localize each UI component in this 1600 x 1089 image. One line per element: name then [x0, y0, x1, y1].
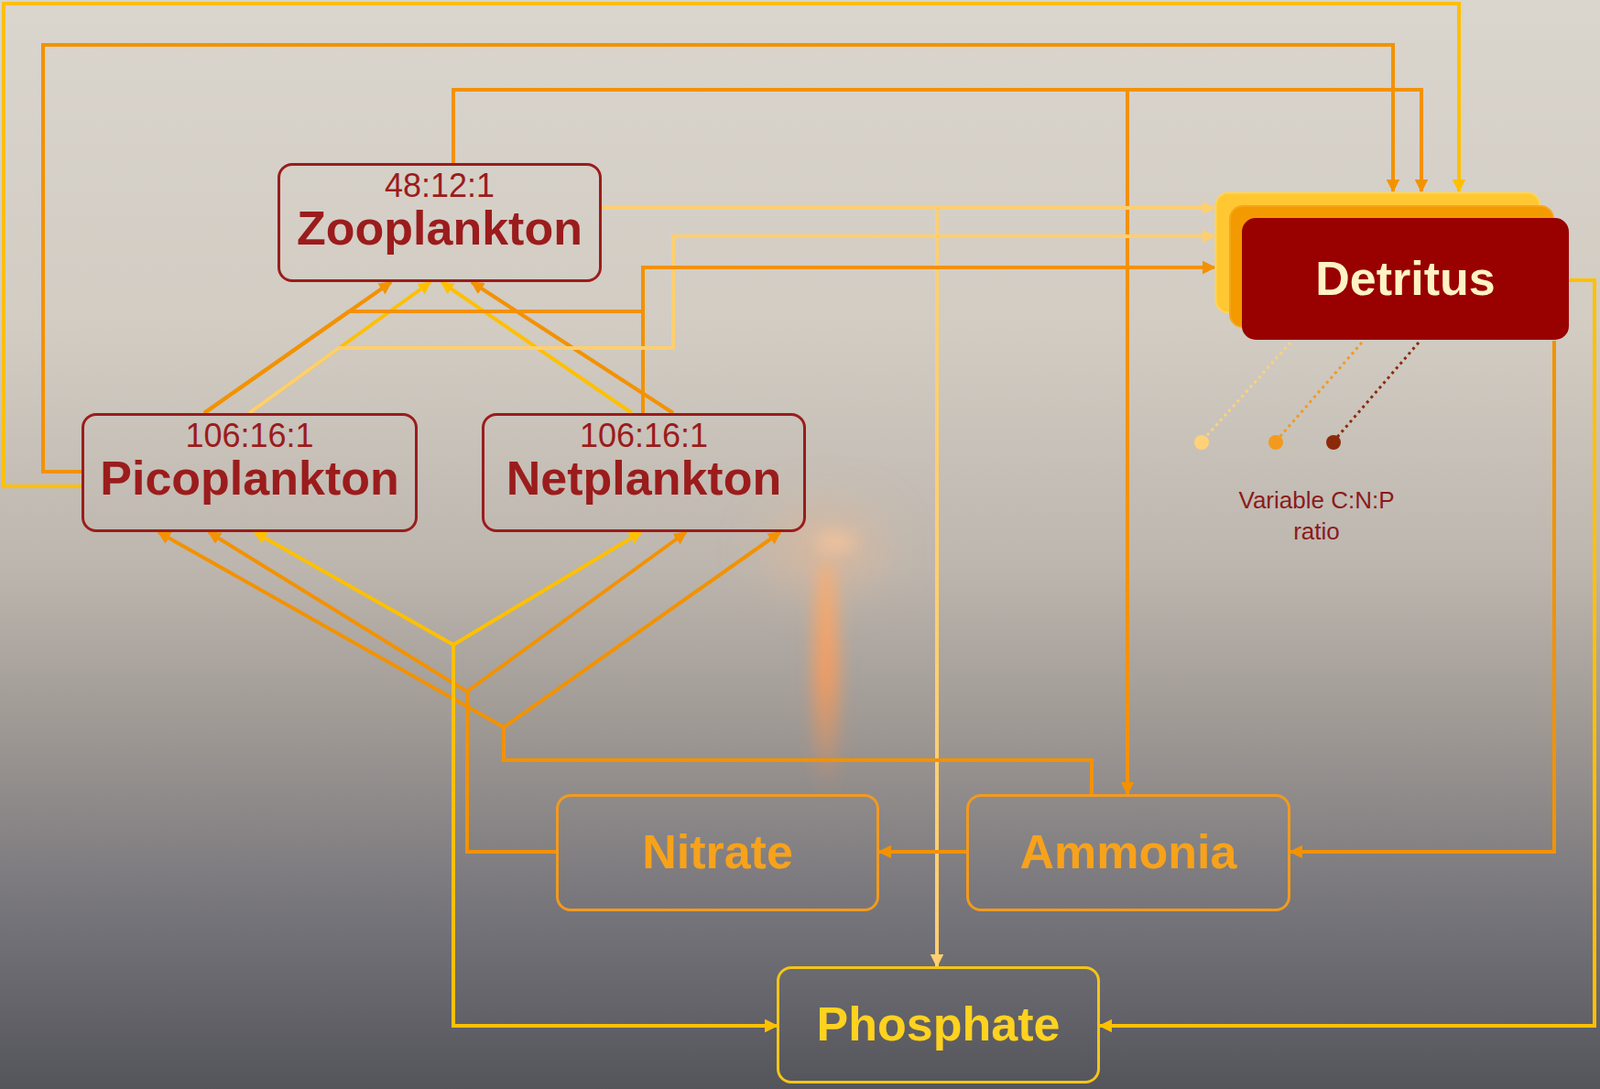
flow-arrow: [467, 532, 686, 852]
ratio-note: Variable C:N:P ratio: [1231, 485, 1402, 548]
plankton-box: 106:16:1Picoplankton: [81, 413, 418, 533]
flow-arrow: [453, 532, 777, 1026]
flow-arrow: [503, 532, 1092, 795]
node-title: Netplankton: [506, 452, 782, 505]
flow-arrow: [453, 89, 1422, 192]
flow-arrow: [254, 532, 777, 1026]
node-title: Zooplankton: [296, 202, 583, 255]
flow-arrow: [642, 267, 1215, 414]
flow-arrow: [43, 44, 1394, 472]
detritus-layer: [1242, 218, 1568, 339]
ratio-dot: [1268, 435, 1284, 450]
detritus-stack: Detritus: [1214, 191, 1570, 341]
leader-line: [1333, 342, 1419, 442]
stoichiometry-ratio: 106:16:1: [579, 419, 708, 453]
node-title: Phosphate: [816, 998, 1061, 1051]
flow-arrow: [1290, 340, 1555, 852]
flow-arrow: [1099, 280, 1595, 1026]
node-title: Nitrate: [642, 826, 794, 879]
ratio-dot: [1194, 435, 1209, 450]
node-title: Ammonia: [1020, 826, 1238, 879]
node-title: Picoplankton: [99, 452, 399, 505]
leader-line: [1275, 342, 1362, 442]
flow-arrow: [249, 236, 1215, 414]
plankton-box: 106:16:1Netplankton: [481, 413, 806, 533]
sun-glint: [815, 533, 856, 552]
plankton-box: 48:12:1Zooplankton: [277, 163, 602, 283]
flow-arrow: [208, 532, 556, 852]
flow-arrow: [158, 532, 1092, 795]
flow-arrow: [453, 89, 1128, 795]
detritus-text-area: Detritus: [1242, 218, 1568, 339]
stoichiometry-ratio: 48:12:1: [384, 169, 495, 203]
leader-line: [1201, 342, 1291, 442]
node-title: Detritus: [1315, 252, 1495, 305]
stoichiometry-ratio: 106:16:1: [185, 419, 314, 453]
nutrient-box: Phosphate: [776, 966, 1100, 1084]
nutrient-box: Ammonia: [966, 794, 1291, 912]
nutrient-box: Nitrate: [555, 794, 880, 912]
flow-arrow: [879, 849, 967, 854]
flow-arrow: [204, 267, 1215, 414]
ratio-dot: [1326, 435, 1341, 450]
